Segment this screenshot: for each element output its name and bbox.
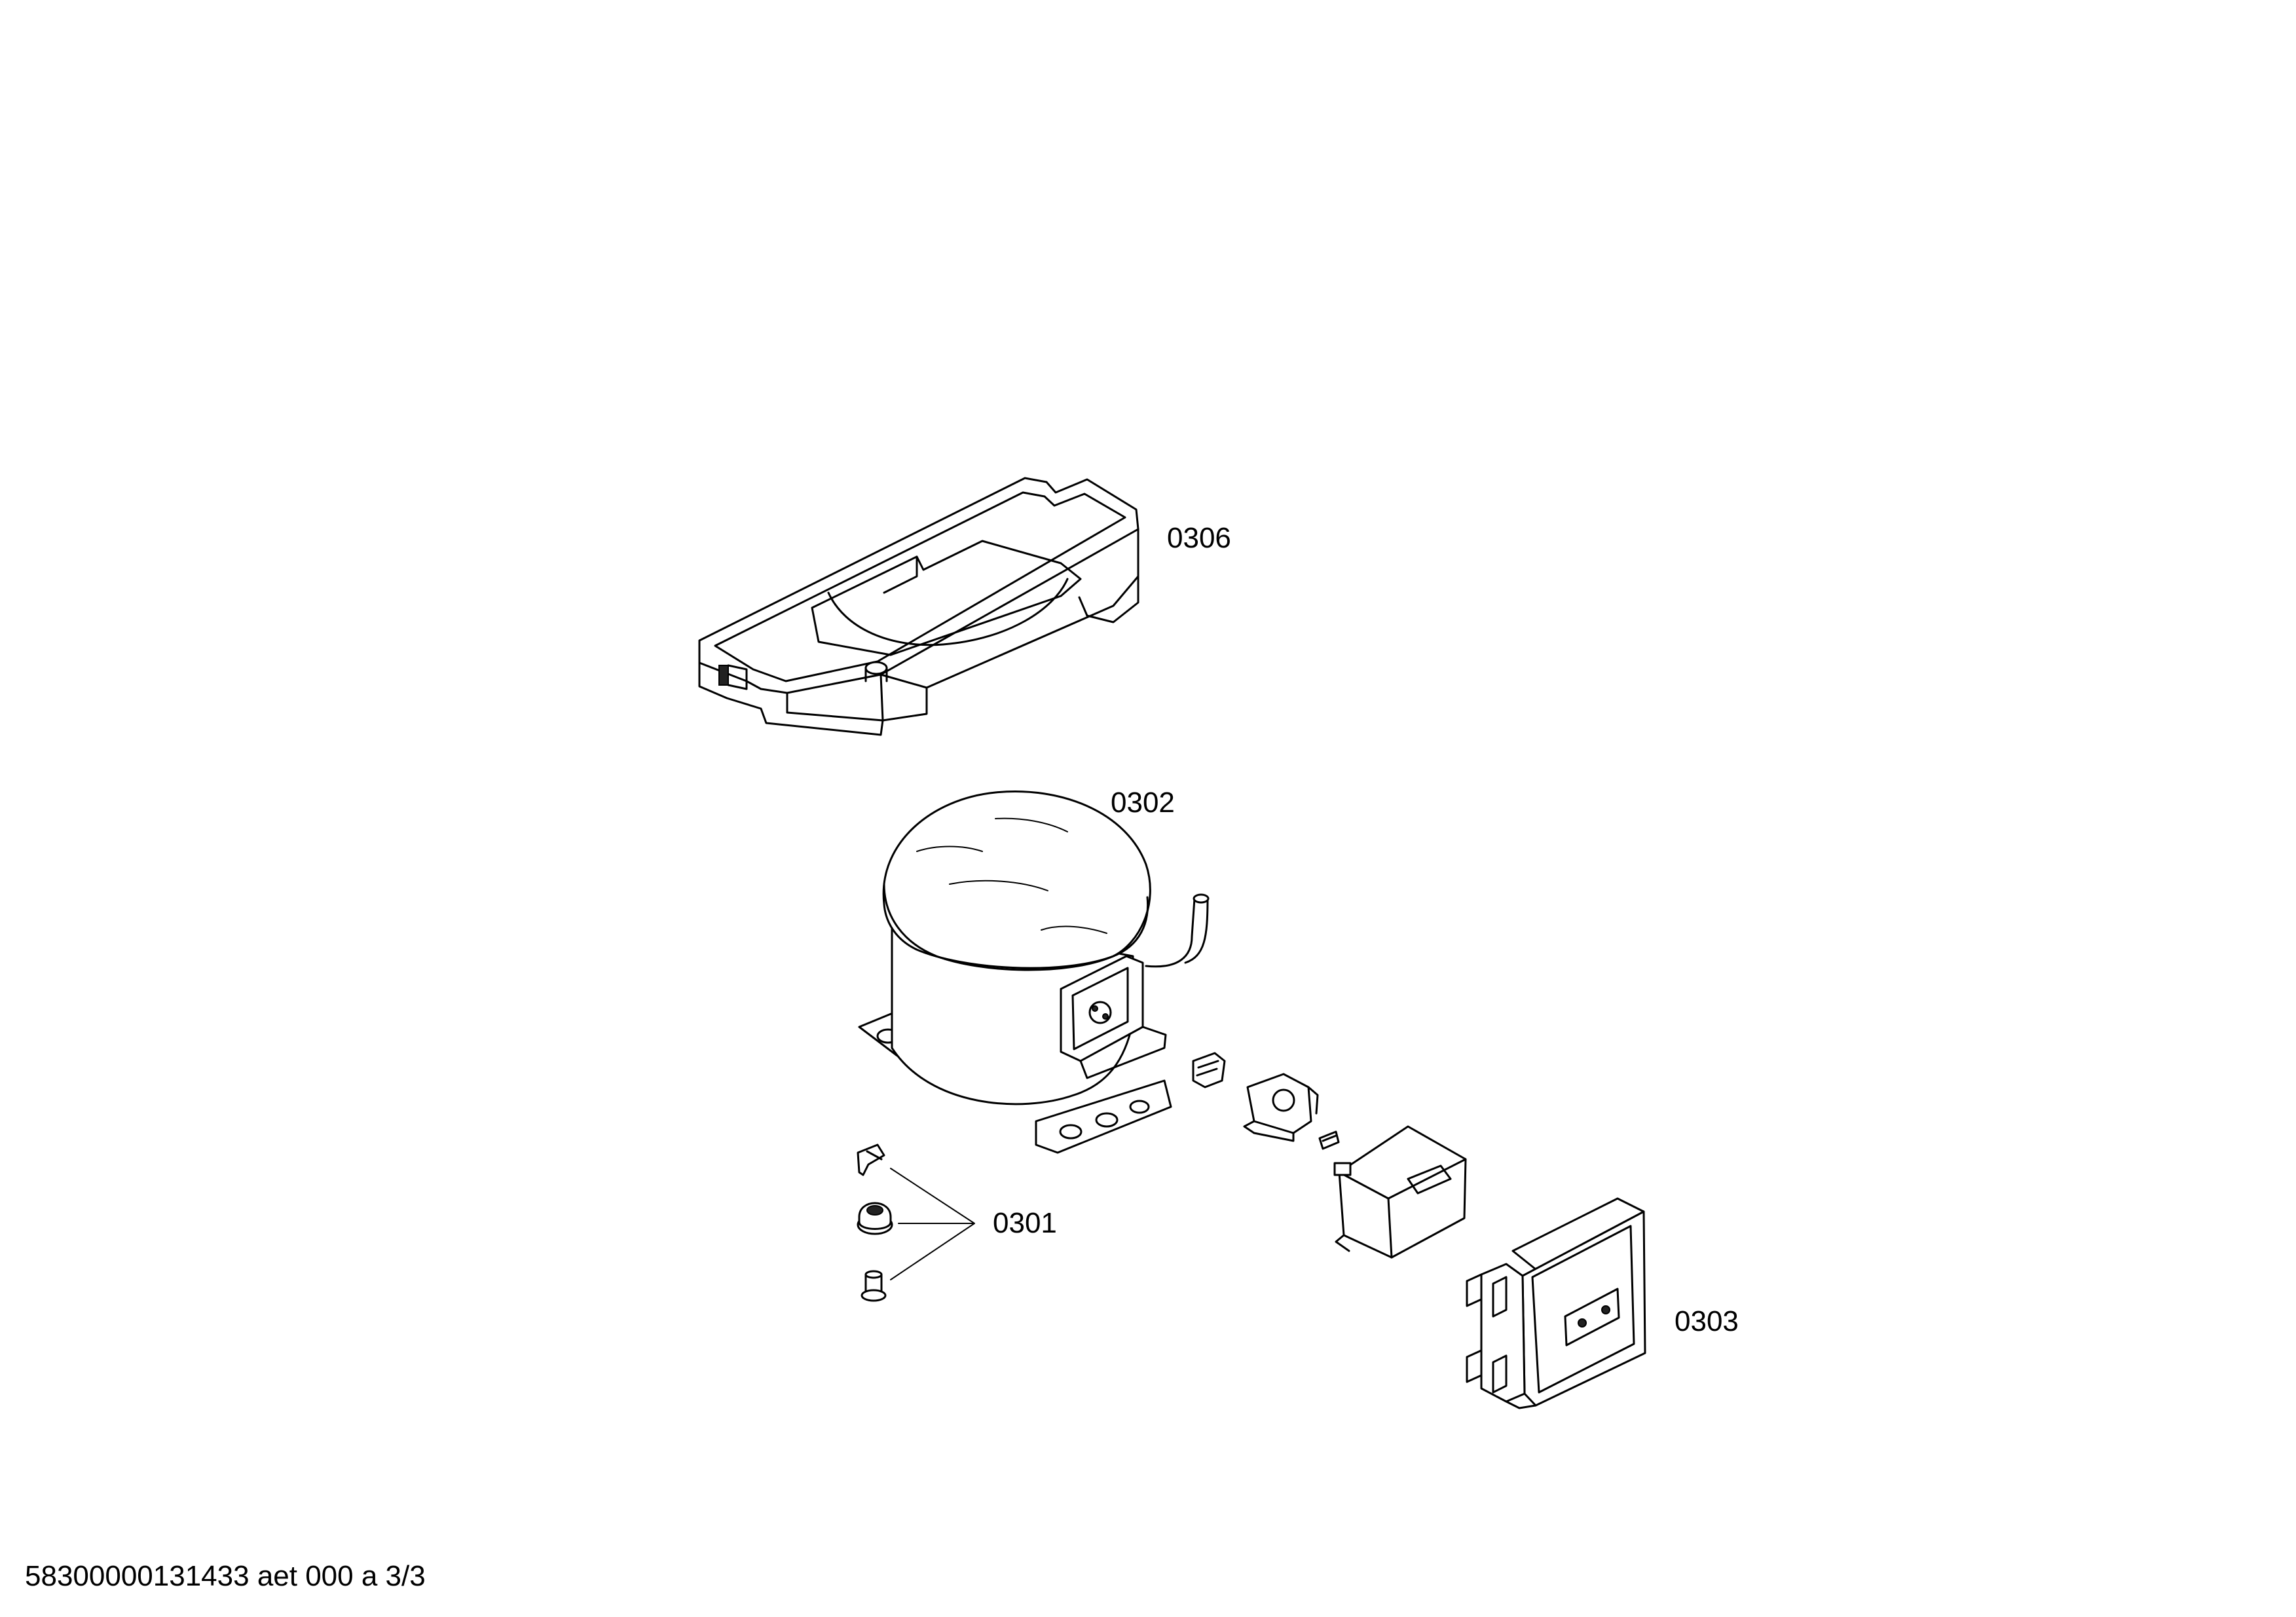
part-0301-clip — [857, 1143, 885, 1176]
part-0301-bolt — [861, 1270, 887, 1302]
label-0301: 0301 — [993, 1207, 1057, 1239]
label-0303: 0303 — [1675, 1305, 1739, 1337]
part-cover-box — [1333, 1125, 1467, 1259]
part-0306-tray — [698, 477, 1139, 736]
document-footer: 58300000131433 aet 000 a 3/3 — [25, 1560, 426, 1592]
label-0306: 0306 — [1167, 522, 1231, 554]
callout-lines-0301 — [890, 1168, 975, 1280]
part-0302-compressor — [858, 790, 1210, 1154]
part-relay-unit — [1243, 1073, 1319, 1142]
part-screw — [1318, 1130, 1340, 1150]
label-0302: 0302 — [1111, 787, 1175, 819]
part-0301-grommet — [857, 1202, 893, 1235]
part-relay-clip — [1192, 1052, 1226, 1088]
part-0303-module — [1466, 1197, 1646, 1409]
